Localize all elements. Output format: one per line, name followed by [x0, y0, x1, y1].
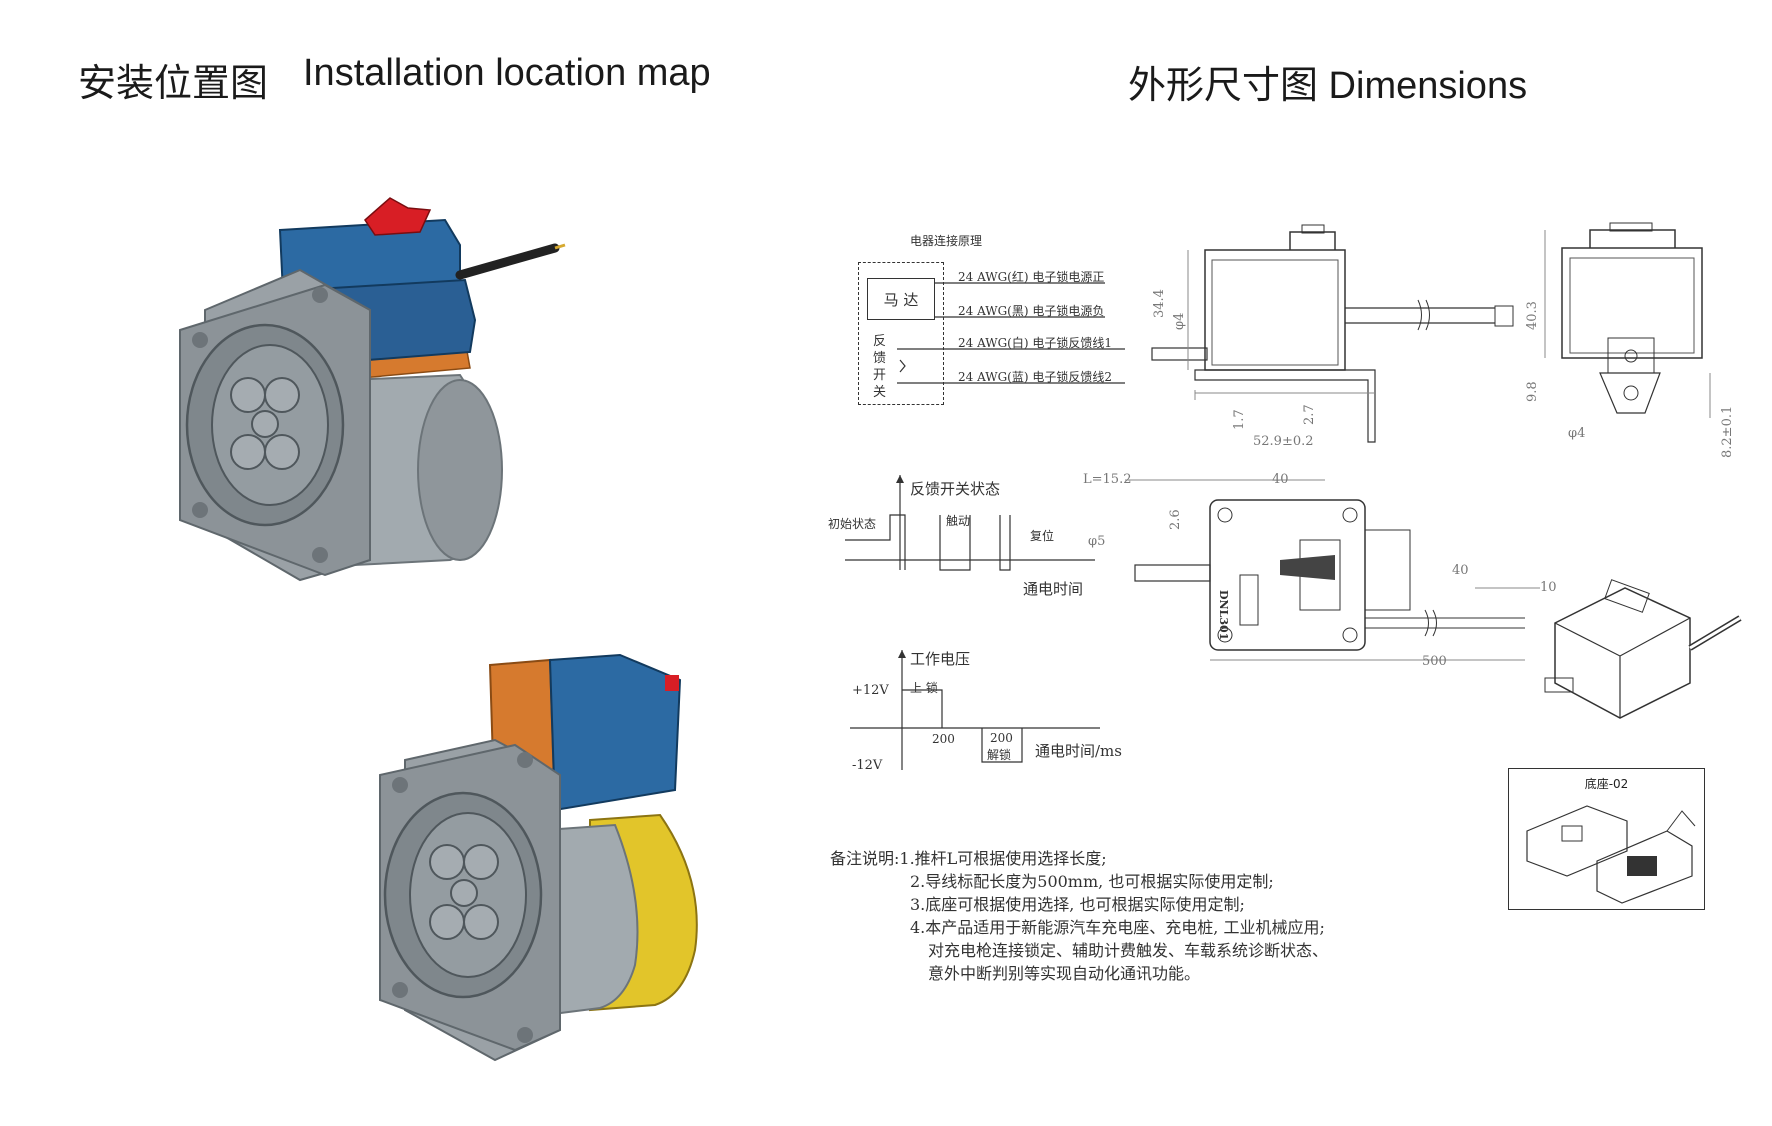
- dim-L: L=15.2: [1083, 472, 1132, 487]
- product-render-bottom: [379, 653, 698, 1062]
- side-view-drawing: [1544, 222, 1711, 418]
- wiring-heading: 电器连接原理: [910, 234, 983, 248]
- dim-cable-500: 500: [1422, 654, 1447, 669]
- voltage-unlock: 解锁: [987, 748, 1012, 762]
- feedback-chart: [845, 475, 1095, 571]
- base-label: 底座-02: [1584, 777, 1629, 791]
- dim-2-7: 2.7: [1302, 404, 1317, 425]
- dim-length: 52.9±0.2: [1253, 434, 1314, 449]
- install-title-en: Installation location map: [303, 52, 711, 94]
- feedback-ylabel: 反馈开关状态: [910, 480, 1001, 498]
- product-render-top: [179, 197, 566, 582]
- note-line: 备注说明:1.推杆L可根据使用选择长度;: [830, 849, 1107, 868]
- dim-1-7: 1.7: [1232, 409, 1247, 430]
- label-plate: DNL301: [1217, 590, 1230, 641]
- base-box: 底座-02: [1508, 768, 1705, 910]
- dim-height: 34.4: [1152, 289, 1167, 318]
- notes-block: 备注说明:1.推杆L可根据使用选择长度; 2.导线标配长度为500mm, 也可根…: [830, 847, 1328, 985]
- wire-red: 24 AWG(红) 电子锁电源正: [958, 270, 1105, 284]
- dim-2-6: 2.6: [1168, 509, 1183, 530]
- top-view-drawing: [1125, 479, 1540, 661]
- note-line: 2.导线标配长度为500mm, 也可根据实际使用定制;: [910, 872, 1274, 891]
- install-title-cn: 安装位置图: [78, 63, 269, 105]
- voltage-chart: [850, 650, 1100, 770]
- voltage-xlabel: 通电时间/ms: [1035, 742, 1122, 760]
- voltage-minus: -12V: [852, 758, 883, 773]
- wire-blue: 24 AWG(蓝) 电子锁反馈线2: [958, 370, 1112, 384]
- dim-phi-pin: φ4: [1172, 312, 1187, 330]
- dim-side-height: 40.3: [1525, 301, 1540, 330]
- note-line: 3.底座可根据使用选择, 也可根据实际使用定制;: [910, 895, 1245, 914]
- note-line: 对充电枪连接锁定、辅助计费触发、车载系统诊断状态、: [928, 941, 1329, 960]
- dim-phi-5: φ5: [1088, 534, 1106, 549]
- dim-9-8: 9.8: [1525, 381, 1540, 402]
- feedback-switch-label: 反馈开关: [873, 334, 887, 400]
- wire-black: 24 AWG(黑) 电子锁电源负: [958, 304, 1105, 318]
- motor-box: 马 达: [867, 278, 935, 320]
- note-line: 意外中断判别等实现自动化通讯功能。: [928, 964, 1201, 983]
- wire-white: 24 AWG(白) 电子锁反馈线1: [958, 336, 1112, 350]
- feedback-xlabel: 通电时间: [1023, 580, 1084, 598]
- wiring-lines: [897, 282, 1125, 384]
- dim-tip-10: 10: [1540, 580, 1557, 595]
- feedback-initial: 初始状态: [828, 517, 877, 531]
- voltage-lock: 上 锁: [910, 681, 938, 695]
- voltage-t1: 200: [932, 732, 955, 746]
- base-sketch: [1526, 805, 1696, 904]
- dim-width-40: 40: [1272, 472, 1289, 487]
- note-line: 4.本产品适用于新能源汽车充电座、充电桩, 工业机械应用;: [910, 918, 1325, 937]
- feedback-reset: 复位: [1030, 529, 1055, 543]
- dim-phi-side: φ4: [1568, 426, 1586, 441]
- dimensions-title: 外形尺寸图 Dimensions: [1128, 65, 1528, 107]
- feedback-touch: 触动: [946, 514, 971, 528]
- dim-cable-40: 40: [1452, 563, 1469, 578]
- dim-8-2: 8.2±0.1: [1720, 405, 1735, 458]
- voltage-ylabel: 工作电压: [910, 650, 971, 668]
- isometric-lock-sketch: [1544, 579, 1742, 719]
- front-view-drawing: [1151, 224, 1514, 443]
- wiring-frame: [858, 262, 944, 405]
- voltage-plus: +12V: [852, 683, 889, 698]
- voltage-t2: 200: [990, 731, 1013, 745]
